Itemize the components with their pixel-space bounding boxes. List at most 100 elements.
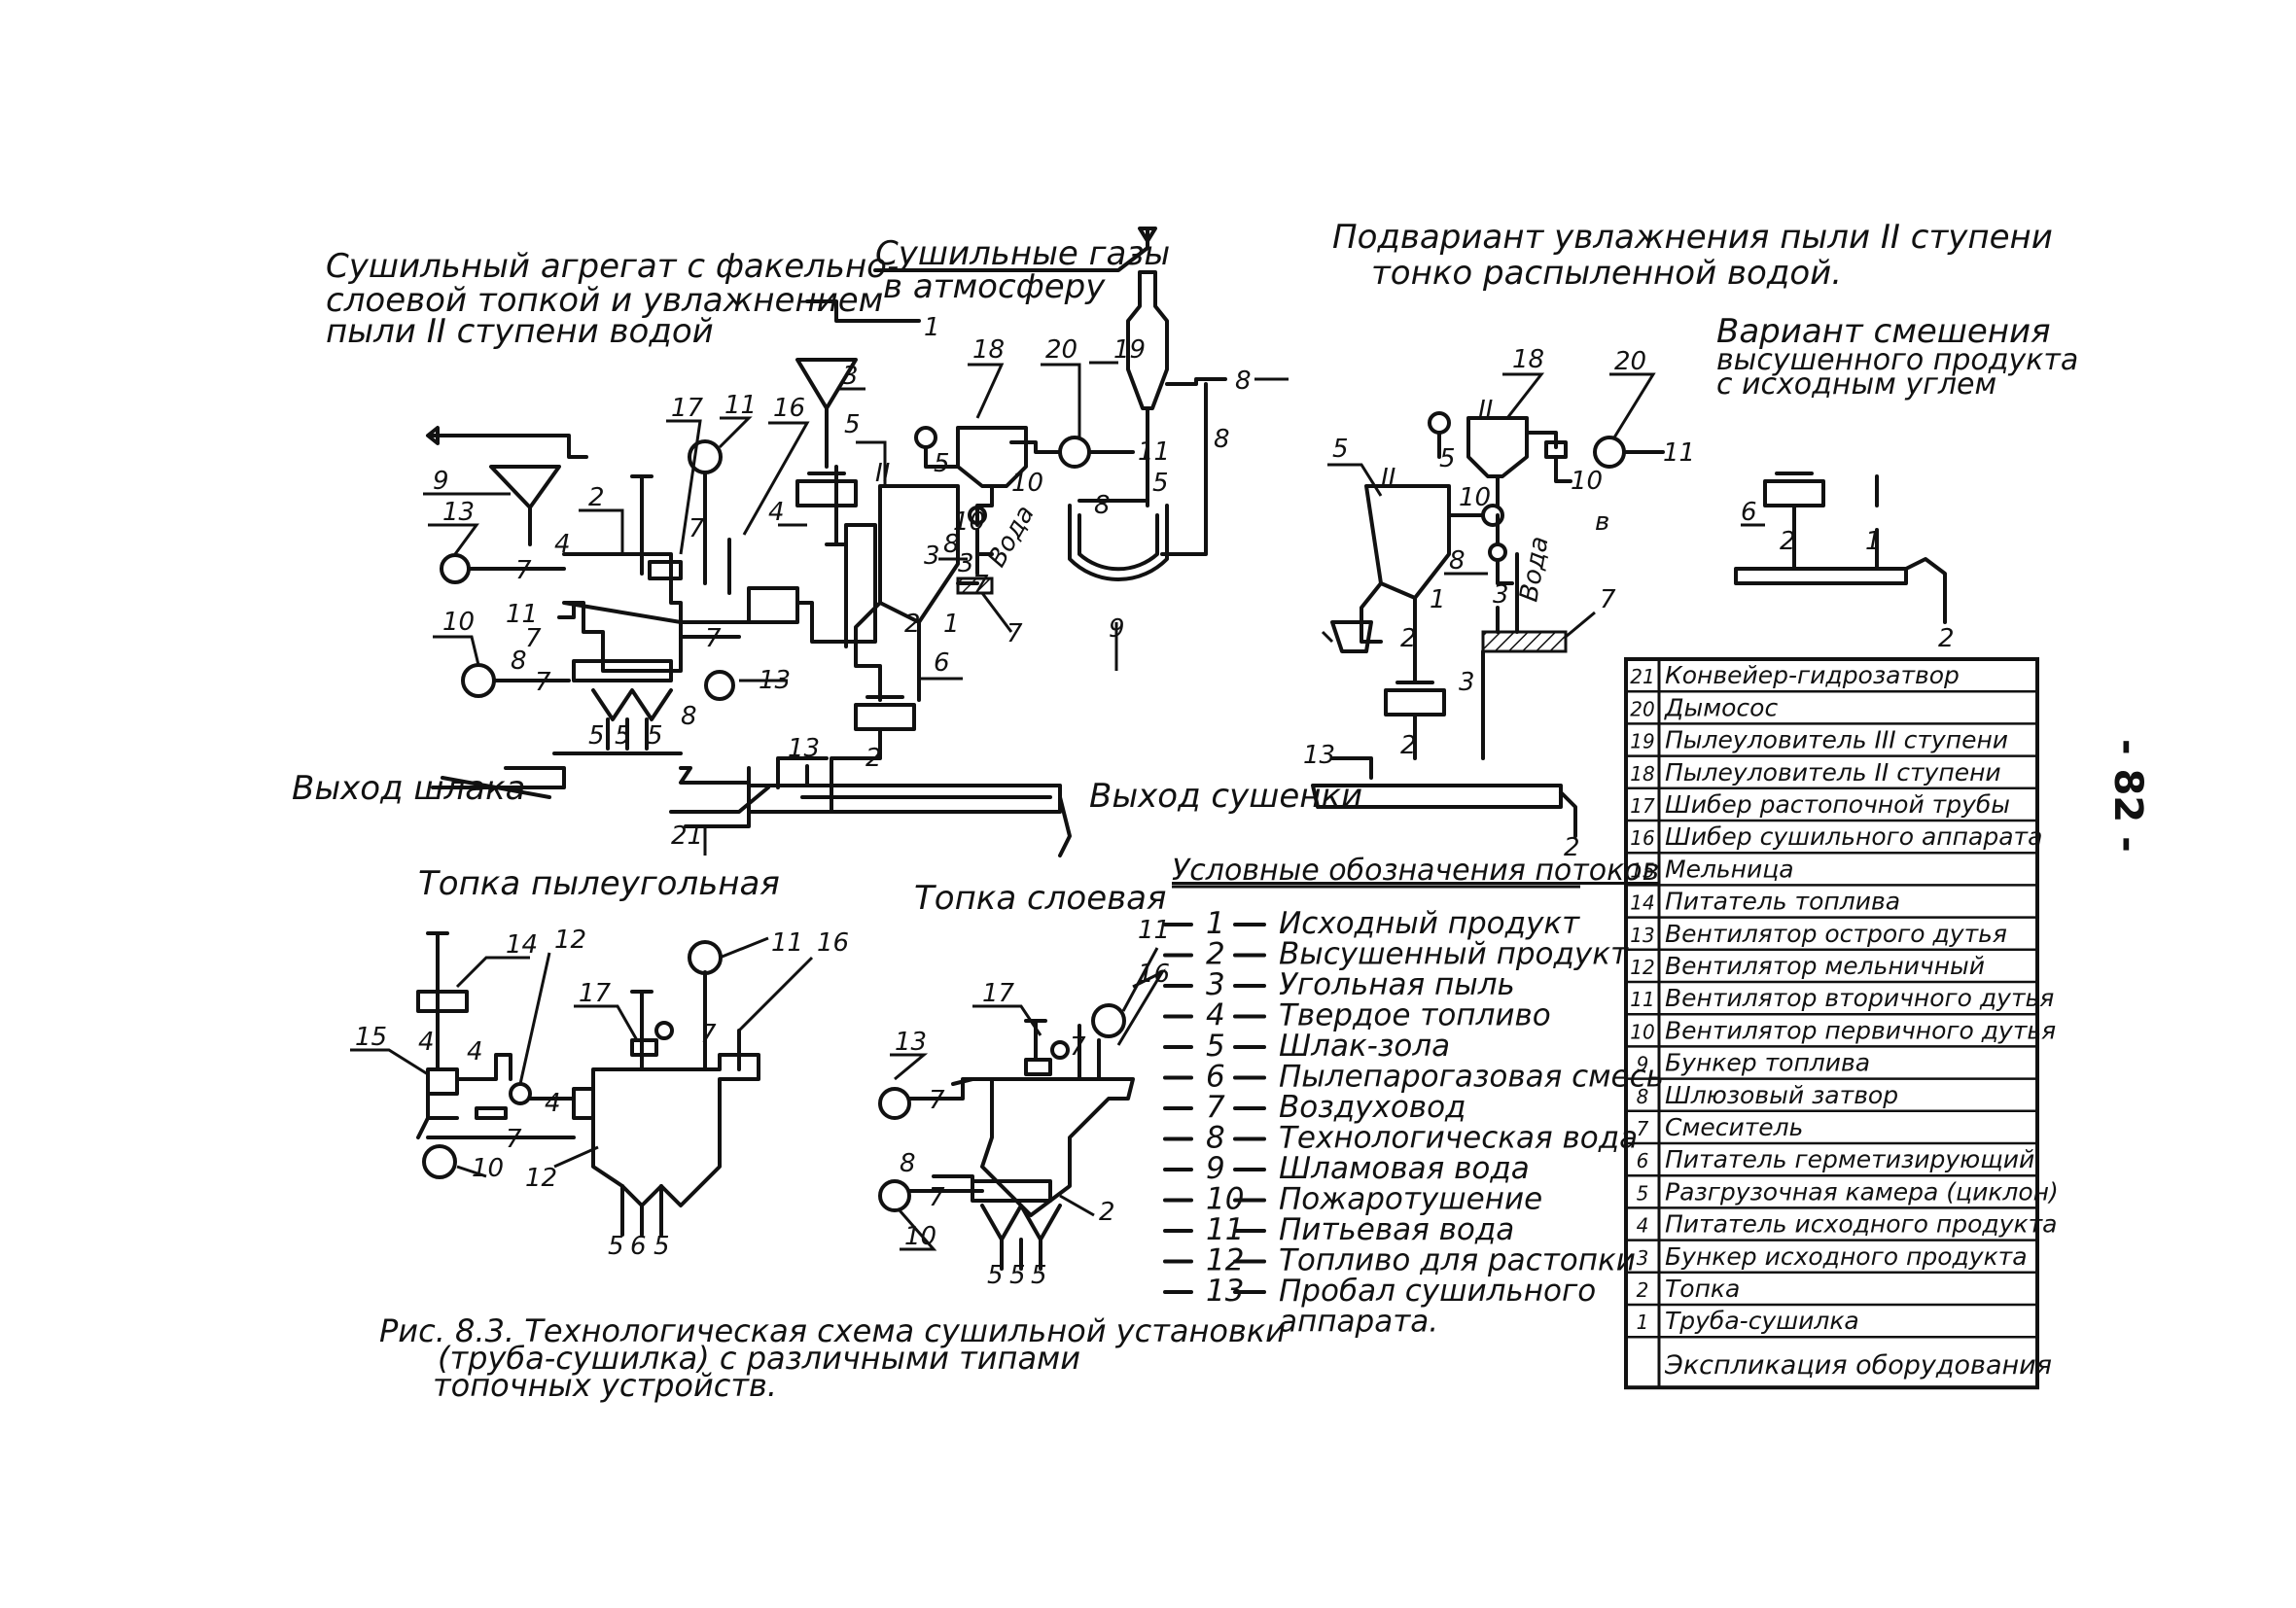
svg-text:16: 16 — [773, 394, 805, 423]
svg-text:5: 5 — [844, 410, 861, 439]
mill-15 — [426, 1067, 459, 1096]
svg-text:II: II — [1381, 464, 1395, 493]
svg-text:20: 20 — [1614, 347, 1646, 376]
svg-text:7: 7 — [1007, 619, 1023, 648]
table-row: 1 Труба-сушилка — [1637, 1307, 1859, 1335]
table-row-label: Смеситель — [1665, 1113, 1803, 1141]
svg-text:18: 18 — [972, 335, 1005, 365]
table-row-label: Труба-сушилка — [1665, 1307, 1859, 1335]
variant-diagram: 6 2 1 2 — [1734, 472, 1955, 653]
main-title-line3: пыли II ступени водой — [326, 312, 714, 351]
svg-text:19: 19 — [1113, 335, 1146, 365]
svg-text:3: 3 — [924, 542, 940, 571]
furnace-2-lf — [980, 1077, 1135, 1217]
subvariant-line2: тонко распыленной водой. — [1371, 254, 1842, 293]
svg-text:4: 4 — [418, 1028, 435, 1057]
mill-fan-12-icon — [509, 1082, 532, 1105]
legend-item-label: Питьевая вода — [1279, 1212, 1514, 1247]
table-row: 13 Вентилятор острого дутья — [1630, 920, 2007, 948]
table-row-label: Топка — [1665, 1275, 1740, 1303]
svg-text:5: 5 — [934, 449, 950, 478]
variant-line3: с исходным углем — [1716, 367, 1996, 402]
svg-text:7: 7 — [929, 1086, 945, 1115]
svg-text:5: 5 — [1439, 444, 1456, 473]
cyclone-18-sub — [1466, 416, 1529, 478]
table-row-num: 21 — [1630, 665, 1654, 688]
fan-13-icon — [440, 553, 471, 584]
svg-text:3: 3 — [1459, 668, 1475, 697]
legend-item-label: Твердое топливо — [1279, 998, 1551, 1033]
svg-text:4: 4 — [554, 530, 571, 559]
svg-text:2: 2 — [1400, 624, 1417, 653]
svg-text:в: в — [1595, 507, 1609, 537]
legend-item-label: Пожаротушение — [1279, 1182, 1542, 1217]
svg-text:10: 10 — [442, 608, 475, 637]
legend-item-label: Шлак-зола — [1279, 1029, 1450, 1064]
svg-text:6: 6 — [630, 1232, 647, 1261]
svg-text:5: 5 — [1031, 1261, 1047, 1290]
table-row-num: 13 — [1630, 924, 1654, 947]
table-row-label: Питатель исходного продукта — [1665, 1210, 2058, 1239]
fuel-bunker-9 — [489, 465, 561, 509]
svg-text:17: 17 — [671, 394, 704, 423]
svg-text:5: 5 — [1009, 1261, 1026, 1290]
pipe-dryer-1 — [844, 523, 877, 644]
feeder-6-var — [1763, 479, 1825, 507]
table-row-num: 18 — [1630, 762, 1654, 786]
feeder-6 — [854, 703, 916, 731]
svg-text:5: 5 — [1332, 435, 1349, 464]
figure-caption: Рис. 8.3. Технологическая схема сушильно… — [379, 1312, 1286, 1404]
svg-text:13: 13 — [442, 498, 475, 527]
variant-line2: высушенного продукта — [1716, 343, 2078, 377]
table-row-num: 5 — [1637, 1181, 1649, 1205]
table-row-label: Вентилятор острого дутья — [1665, 920, 2007, 948]
svg-text:7: 7 — [700, 1020, 717, 1049]
fan-13b-icon — [704, 670, 735, 701]
svg-text:8: 8 — [1094, 491, 1111, 520]
table-row-label: Питатель топлива — [1665, 888, 1900, 916]
svg-text:7: 7 — [525, 624, 542, 653]
layer-furnace-title: Топка слоевая — [914, 879, 1166, 918]
legend-item-num: 9 — [1206, 1151, 1225, 1186]
svg-text:1: 1 — [924, 313, 940, 342]
table-row-num: 12 — [1630, 956, 1654, 979]
svg-text:3: 3 — [1493, 580, 1509, 610]
table-row-num: 1 — [1637, 1311, 1649, 1334]
svg-text:8: 8 — [681, 702, 697, 731]
main-title-line2: слоевой топкой и увлажнением — [326, 281, 883, 320]
fan-11-pf-icon — [688, 940, 723, 975]
water-label-2: Вода — [1514, 534, 1554, 604]
fan-10-lf-icon — [878, 1179, 911, 1212]
svg-text:11: 11 — [1138, 437, 1170, 467]
fan-10-pf-icon — [422, 1144, 457, 1179]
main-diagram: 9 13 7 2 4 5 5 5 8 7 10 8 11 7 13 — [292, 270, 1362, 857]
table-row-label: Дымосос — [1664, 693, 1778, 721]
svg-text:7: 7 — [972, 571, 989, 600]
svg-text:1: 1 — [1430, 585, 1446, 614]
svg-text:8: 8 — [900, 1149, 916, 1178]
svg-text:11: 11 — [1138, 916, 1170, 945]
legend-item-label: Шламовая вода — [1279, 1151, 1530, 1186]
legend-item-label: Воздуховод — [1279, 1090, 1466, 1125]
legend-item-label: Угольная пыль — [1279, 967, 1515, 1002]
svg-text:11: 11 — [1663, 438, 1695, 468]
svg-text:15: 15 — [355, 1023, 387, 1052]
variant-title: Вариант смешения высушенного продукта с … — [1716, 312, 2078, 402]
feeder-6-sub — [1384, 688, 1446, 717]
table-row-label: Бункер исходного продукта — [1665, 1242, 2028, 1271]
legend-item-num: 3 — [1206, 967, 1225, 1002]
svg-text:10: 10 — [1571, 467, 1603, 496]
svg-text:2: 2 — [1400, 731, 1417, 760]
